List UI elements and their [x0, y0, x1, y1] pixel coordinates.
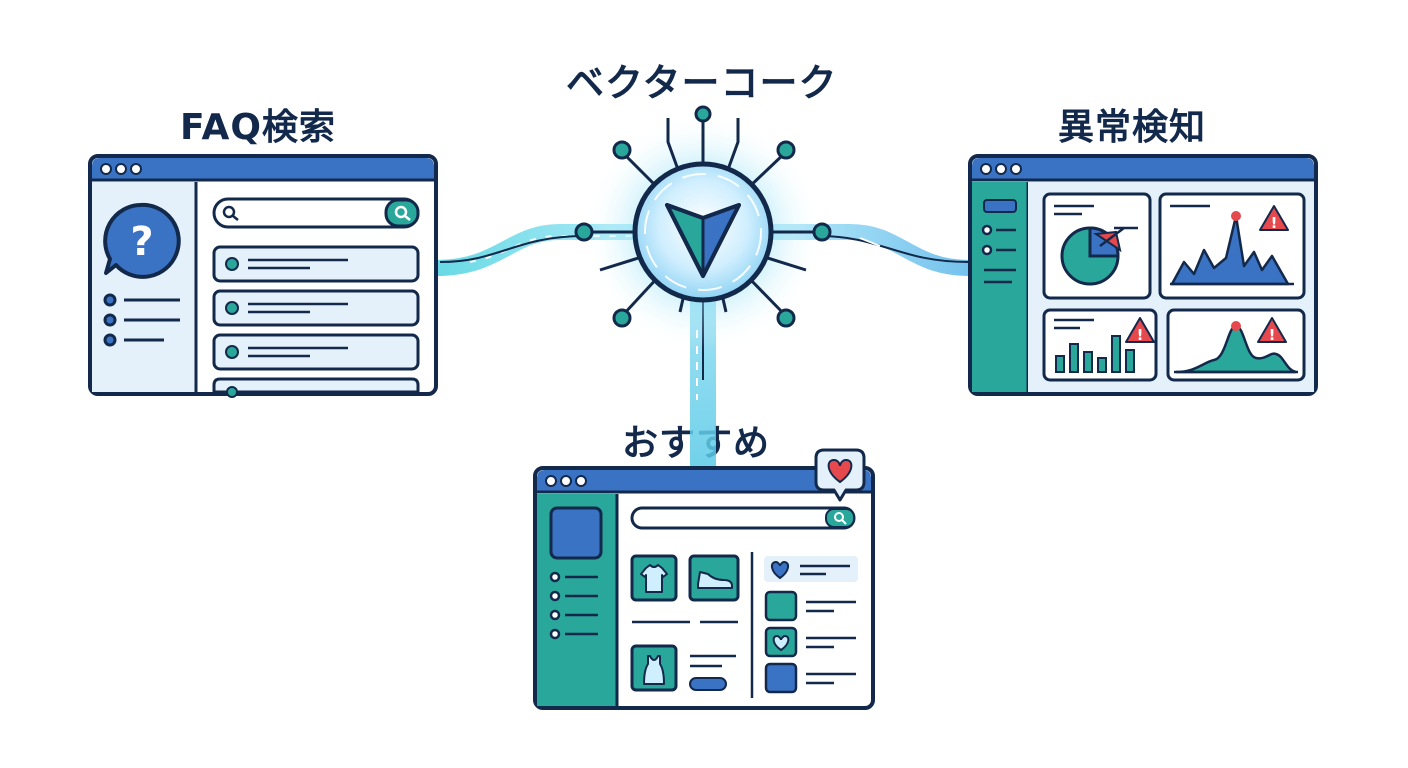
- hub-title: ベクターコーク: [566, 61, 838, 105]
- wave-chart-card: !: [1166, 308, 1306, 382]
- list-item[interactable]: [212, 289, 420, 327]
- bar-chart-card: !: [1042, 308, 1158, 382]
- pie-chart-card: [1042, 192, 1152, 300]
- bar-chart-icon: [1055, 335, 1135, 373]
- area-chart-card: !: [1158, 192, 1306, 300]
- sidebar-list: [549, 571, 598, 640]
- search-input[interactable]: [212, 197, 420, 229]
- window-controls: [980, 163, 1022, 175]
- window-controls: [100, 163, 142, 175]
- list-item[interactable]: [212, 377, 420, 398]
- list-item[interactable]: [212, 245, 420, 283]
- heart-badge: [814, 448, 866, 502]
- tshirt-icon: [640, 564, 668, 593]
- heart-icon: [827, 458, 853, 484]
- pie-chart-icon: [1060, 226, 1138, 286]
- search-input[interactable]: [630, 506, 856, 530]
- list-item[interactable]: [764, 590, 856, 622]
- recommendation-list: [764, 556, 858, 694]
- warning-icon: !: [1259, 205, 1289, 232]
- area-chart-icon: [1170, 211, 1294, 286]
- shoe-icon: [697, 571, 733, 589]
- warning-icon: !: [1257, 317, 1287, 344]
- svg-text:!: !: [1271, 214, 1278, 232]
- list-item[interactable]: [764, 626, 856, 658]
- flow-connectors: [428, 224, 978, 470]
- search-icon: [834, 512, 847, 525]
- search-icon: [394, 205, 411, 221]
- window-controls: [545, 475, 587, 487]
- sidebar-list: [981, 224, 1016, 284]
- product-card[interactable]: [630, 644, 678, 692]
- anomaly-panel: ! !: [968, 154, 1318, 396]
- list-item[interactable]: [764, 662, 856, 694]
- product-grid: [630, 554, 740, 692]
- product-card[interactable]: [630, 554, 678, 602]
- recommend-panel: [533, 448, 875, 710]
- product-card[interactable]: [688, 554, 740, 602]
- list-item[interactable]: [764, 556, 858, 582]
- list-item[interactable]: [212, 333, 420, 371]
- add-to-cart-button[interactable]: [689, 677, 727, 691]
- faq-panel: ?: [88, 154, 438, 398]
- vector-logo-icon: [665, 203, 741, 278]
- heart-icon: [772, 634, 790, 652]
- heart-icon: [770, 560, 790, 580]
- tanktop-icon: [643, 655, 665, 685]
- faq-title: FAQ検索: [180, 107, 336, 148]
- warning-icon: !: [1125, 317, 1155, 344]
- anomaly-title: 異常検知: [1058, 107, 1207, 148]
- svg-text:?: ?: [130, 219, 153, 265]
- question-bubble-icon: ?: [103, 202, 181, 279]
- faq-result-list: [212, 245, 420, 398]
- sidebar-list: [103, 293, 180, 347]
- svg-text:!: !: [1137, 326, 1144, 344]
- svg-text:!: !: [1269, 326, 1276, 344]
- vector-hub: [574, 105, 832, 352]
